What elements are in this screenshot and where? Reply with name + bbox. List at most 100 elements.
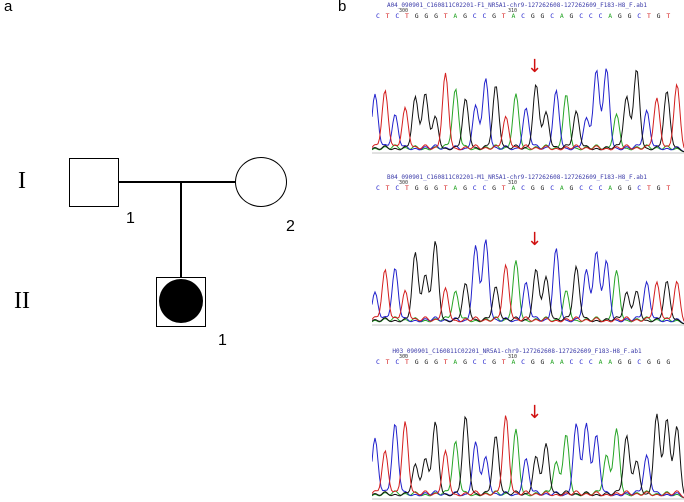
panel-a-label: a: [4, 0, 13, 15]
individual-label-II-1: 1: [218, 332, 227, 349]
base-call-letter: C: [395, 184, 400, 192]
affected-fill: [159, 279, 203, 323]
base-call-letter: G: [540, 358, 545, 366]
base-call-letter: G: [414, 12, 419, 20]
base-call-letter: C: [588, 358, 593, 366]
base-call-letter: A: [511, 184, 516, 192]
base-call-letter: T: [646, 184, 651, 192]
marriage-line: [119, 181, 235, 183]
trace-C: [372, 422, 684, 499]
base-call-letter: G: [434, 12, 438, 20]
base-call-letter: C: [598, 184, 603, 192]
base-call-letter: G: [656, 358, 661, 366]
base-call-letter: C: [472, 358, 477, 366]
base-call-letter: G: [424, 184, 429, 192]
base-call-letter: T: [501, 12, 506, 20]
base-call-letter: G: [656, 184, 661, 192]
base-call-letter: C: [550, 184, 555, 192]
chromatogram-1-pos-300: 300: [399, 8, 409, 14]
base-call-letter: C: [376, 12, 380, 20]
base-call-letter: T: [443, 12, 448, 20]
base-call-letter: C: [598, 12, 603, 20]
pedigree-affected-II-1: [156, 277, 206, 327]
base-call-letter: C: [637, 358, 642, 366]
base-call-letter: C: [521, 358, 526, 366]
trace-G: [372, 69, 684, 153]
base-call-letter: C: [569, 358, 574, 366]
descent-line: [180, 181, 182, 277]
base-call-letter: T: [501, 184, 506, 192]
base-call-letter: A: [608, 358, 613, 366]
base-call-letter: A: [511, 358, 516, 366]
base-call-letter: G: [414, 358, 419, 366]
base-call-letter: C: [472, 12, 477, 20]
chromatogram-1-pos-310: 310: [508, 8, 518, 14]
base-call-letter: G: [656, 12, 661, 20]
base-call-letter: C: [482, 358, 487, 366]
base-call-letter: A: [559, 12, 564, 20]
base-call-letter: A: [608, 12, 613, 20]
base-call-letter: G: [492, 12, 496, 20]
base-call-letter: C: [579, 358, 584, 366]
pedigree-female-I-2: [235, 157, 287, 207]
base-call-letter: T: [405, 184, 409, 192]
base-call-letter: T: [646, 12, 651, 20]
chromatogram-2-pos-300: 300: [399, 180, 409, 186]
base-call-letter: C: [637, 184, 642, 192]
base-call-letter: C: [579, 184, 584, 192]
chromatogram-1-mutation-arrow: ↓: [527, 56, 543, 77]
base-call-letter: G: [617, 358, 622, 366]
generation-label-II: II: [14, 288, 30, 314]
chromatogram-3-mutation-arrow: ↓: [527, 402, 543, 423]
base-call-letter: G: [627, 12, 632, 20]
base-call-letter: A: [598, 358, 603, 366]
base-call-letter: C: [395, 12, 400, 20]
base-call-letter: T: [385, 358, 390, 366]
base-call-letter: G: [530, 358, 535, 366]
base-call-letter: C: [472, 184, 477, 192]
chromatogram-1-title: A04_090901_C160811C02201-F1_NR5A1-chr9-1…: [386, 2, 648, 9]
trace-T: [372, 263, 684, 323]
trace-T: [372, 415, 684, 499]
base-call-letter: C: [521, 12, 526, 20]
base-call-letter: T: [385, 12, 390, 20]
chromatogram-2-mutation-arrow: ↓: [527, 229, 543, 250]
base-call-letter: T: [666, 184, 671, 192]
chromatogram-3-trace: [372, 413, 684, 500]
base-call-letter: C: [588, 184, 593, 192]
base-call-letter: G: [463, 358, 467, 366]
base-call-letter: A: [559, 184, 564, 192]
base-call-letter: G: [530, 12, 535, 20]
individual-label-I-2: 2: [286, 218, 295, 235]
base-call-letter: G: [666, 358, 671, 366]
base-call-letter: C: [482, 184, 487, 192]
base-call-letter: C: [588, 12, 593, 20]
base-call-letter: G: [627, 358, 632, 366]
base-call-letter: T: [405, 12, 409, 20]
base-call-letter: C: [579, 12, 584, 20]
base-call-letter: C: [482, 12, 487, 20]
base-call-letter: A: [550, 358, 555, 366]
trace-T: [372, 72, 684, 151]
base-call-letter: G: [492, 358, 496, 366]
base-call-letter: A: [608, 184, 613, 192]
base-call-letter: G: [646, 358, 651, 366]
chromatogram-1-trace: [372, 68, 684, 154]
base-call-letter: G: [424, 358, 429, 366]
individual-label-I-1: 1: [126, 210, 135, 227]
base-call-letter: A: [453, 12, 458, 20]
base-call-letter: C: [395, 358, 400, 366]
base-call-letter: C: [376, 184, 380, 192]
base-call-letter: A: [559, 358, 564, 366]
base-call-letter: G: [540, 12, 545, 20]
base-call-letter: G: [617, 12, 622, 20]
chromatogram-2-title: B04_090901_C160811C02201-M1_NR5A1-chr9-1…: [386, 174, 648, 181]
chromatogram-2-trace: [372, 239, 684, 326]
base-call-letter: G: [569, 12, 574, 20]
base-call-letter: G: [414, 184, 419, 192]
base-call-letter: T: [405, 358, 409, 366]
panel-b-label: b: [338, 0, 347, 15]
